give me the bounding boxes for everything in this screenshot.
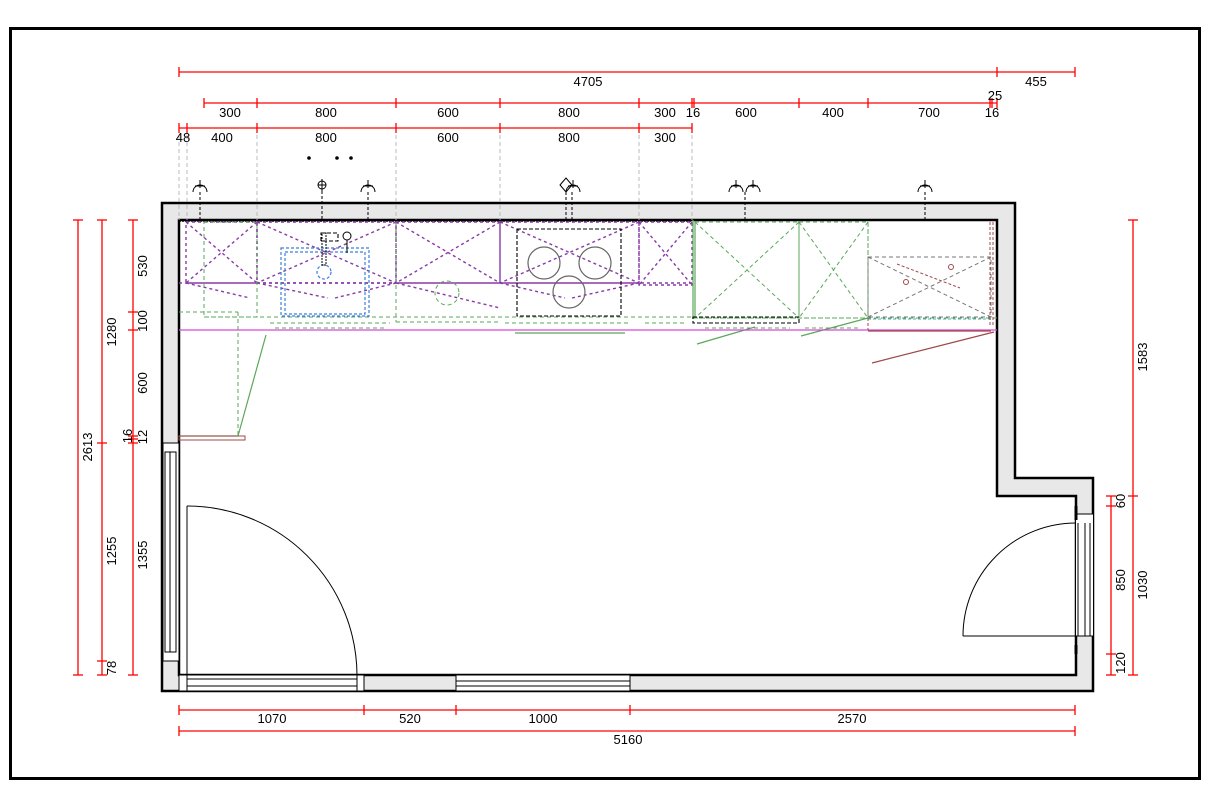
socket-icon [565, 180, 581, 221]
svg-text:1355: 1355 [135, 541, 150, 570]
base-cabinets [179, 220, 997, 437]
svg-text:455: 455 [1025, 74, 1047, 89]
svg-text:2570: 2570 [838, 711, 867, 726]
bottom-dimensions: 1070 520 1000 2570 5160 [178, 705, 1076, 747]
guide-lines [178, 128, 693, 220]
svg-text:1070: 1070 [258, 711, 287, 726]
sink [280, 231, 370, 317]
svg-text:1000: 1000 [529, 711, 558, 726]
svg-text:600: 600 [735, 105, 757, 120]
svg-text:48: 48 [176, 130, 190, 145]
svg-text:850: 850 [1113, 569, 1128, 591]
bottom-window-middle [455, 674, 631, 692]
svg-text:800: 800 [558, 105, 580, 120]
left-dimensions: 2613 1280 1255 78 530 100 600 16 12 1355 [73, 219, 150, 676]
svg-text:600: 600 [437, 105, 459, 120]
right-dimensions: 1583 1030 60 850 120 [1106, 219, 1150, 676]
upper-cabinets [179, 220, 693, 309]
svg-text:800: 800 [315, 105, 337, 120]
svg-text:400: 400 [211, 130, 233, 145]
socket-icon [917, 180, 933, 221]
svg-text:600: 600 [437, 130, 459, 145]
svg-text:25: 25 [988, 88, 1002, 103]
svg-text:16: 16 [120, 429, 135, 443]
svg-text:800: 800 [315, 130, 337, 145]
right-door [962, 506, 1093, 654]
cooktop [516, 228, 622, 317]
tall-unit [178, 222, 995, 441]
svg-text:1255: 1255 [104, 537, 119, 566]
svg-text:78: 78 [104, 661, 119, 675]
socket-icon [360, 180, 376, 221]
svg-text:600: 600 [135, 372, 150, 394]
water-tap-icon [317, 179, 327, 221]
bottom-window-left [178, 674, 365, 692]
svg-text:700: 700 [918, 105, 940, 120]
svg-text:4705: 4705 [574, 74, 603, 89]
top-dimensions: 4705 455 300 800 600 800 300 16 600 400 … [176, 67, 1076, 145]
svg-text:300: 300 [654, 105, 676, 120]
socket-icon [728, 180, 761, 221]
drawing-frame [9, 27, 1201, 780]
svg-text:120: 120 [1113, 652, 1128, 674]
svg-text:12: 12 [135, 430, 150, 444]
svg-text:300: 300 [654, 130, 676, 145]
svg-text:520: 520 [399, 711, 421, 726]
svg-text:1030: 1030 [1135, 571, 1150, 600]
left-window [162, 442, 180, 662]
svg-text:16: 16 [686, 105, 700, 120]
svg-text:1583: 1583 [1135, 343, 1150, 372]
svg-text:800: 800 [558, 130, 580, 145]
svg-text:400: 400 [822, 105, 844, 120]
walls [160, 201, 1095, 693]
svg-text:1280: 1280 [104, 318, 119, 347]
svg-text:2613: 2613 [80, 433, 95, 462]
svg-text:300: 300 [219, 105, 241, 120]
electrical-symbols [192, 156, 933, 221]
svg-text:100: 100 [135, 310, 150, 332]
svg-text:5160: 5160 [614, 732, 643, 747]
svg-text:530: 530 [135, 255, 150, 277]
svg-text:60: 60 [1113, 494, 1128, 508]
entry-door [186, 505, 358, 676]
svg-text:16: 16 [985, 105, 999, 120]
socket-icon [192, 180, 208, 221]
